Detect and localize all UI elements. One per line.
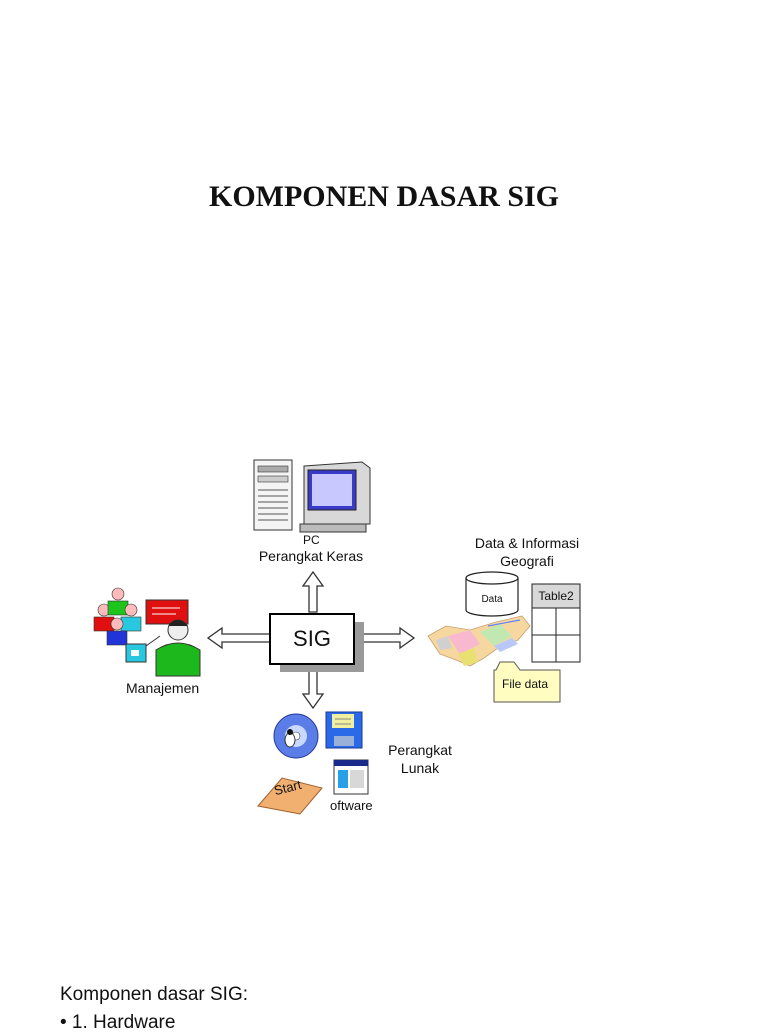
table-header-label: Table2: [538, 589, 574, 603]
list-item-hardware: • 1. Hardware: [60, 1012, 176, 1033]
page-title: KOMPONEN DASAR SIG: [208, 180, 560, 213]
arrow-left: [206, 626, 271, 650]
sig-label: SIG: [293, 626, 331, 651]
database-icon: [465, 571, 519, 617]
pc-label: PC: [303, 533, 320, 547]
diagram-graphics: [93, 459, 581, 815]
management-label: Manajemen: [126, 680, 200, 696]
arrow-right: [355, 626, 416, 650]
server-tower-icon: [253, 459, 293, 531]
floppy-icon: [325, 711, 363, 749]
start-button-icon: [257, 777, 323, 815]
sig-components-diagram: SIG PC Perangkat Keras Data & Informasi …: [0, 440, 768, 860]
arrow-up: [301, 570, 325, 613]
sig-box: [269, 613, 355, 665]
people-icon: [93, 587, 201, 677]
table-icon: [531, 583, 581, 663]
folder-icon: [493, 661, 561, 703]
software-caption: oftware: [330, 798, 373, 813]
cd-icon: [273, 713, 319, 759]
data-label-line2: Geografi: [500, 553, 554, 569]
hardware-label: Perangkat Keras: [258, 548, 364, 564]
data-label-line1: Data & Informasi: [474, 535, 580, 551]
software-label-line2: Lunak: [400, 760, 440, 776]
database-label: Data: [481, 594, 503, 605]
monitor-icon: [299, 461, 371, 533]
software-label-line1: Perangkat: [388, 742, 452, 758]
intro-text: Komponen dasar SIG:: [60, 984, 248, 1005]
window-icon: [333, 759, 369, 795]
file-data-label: File data: [501, 677, 549, 691]
map-icon: [427, 615, 531, 667]
